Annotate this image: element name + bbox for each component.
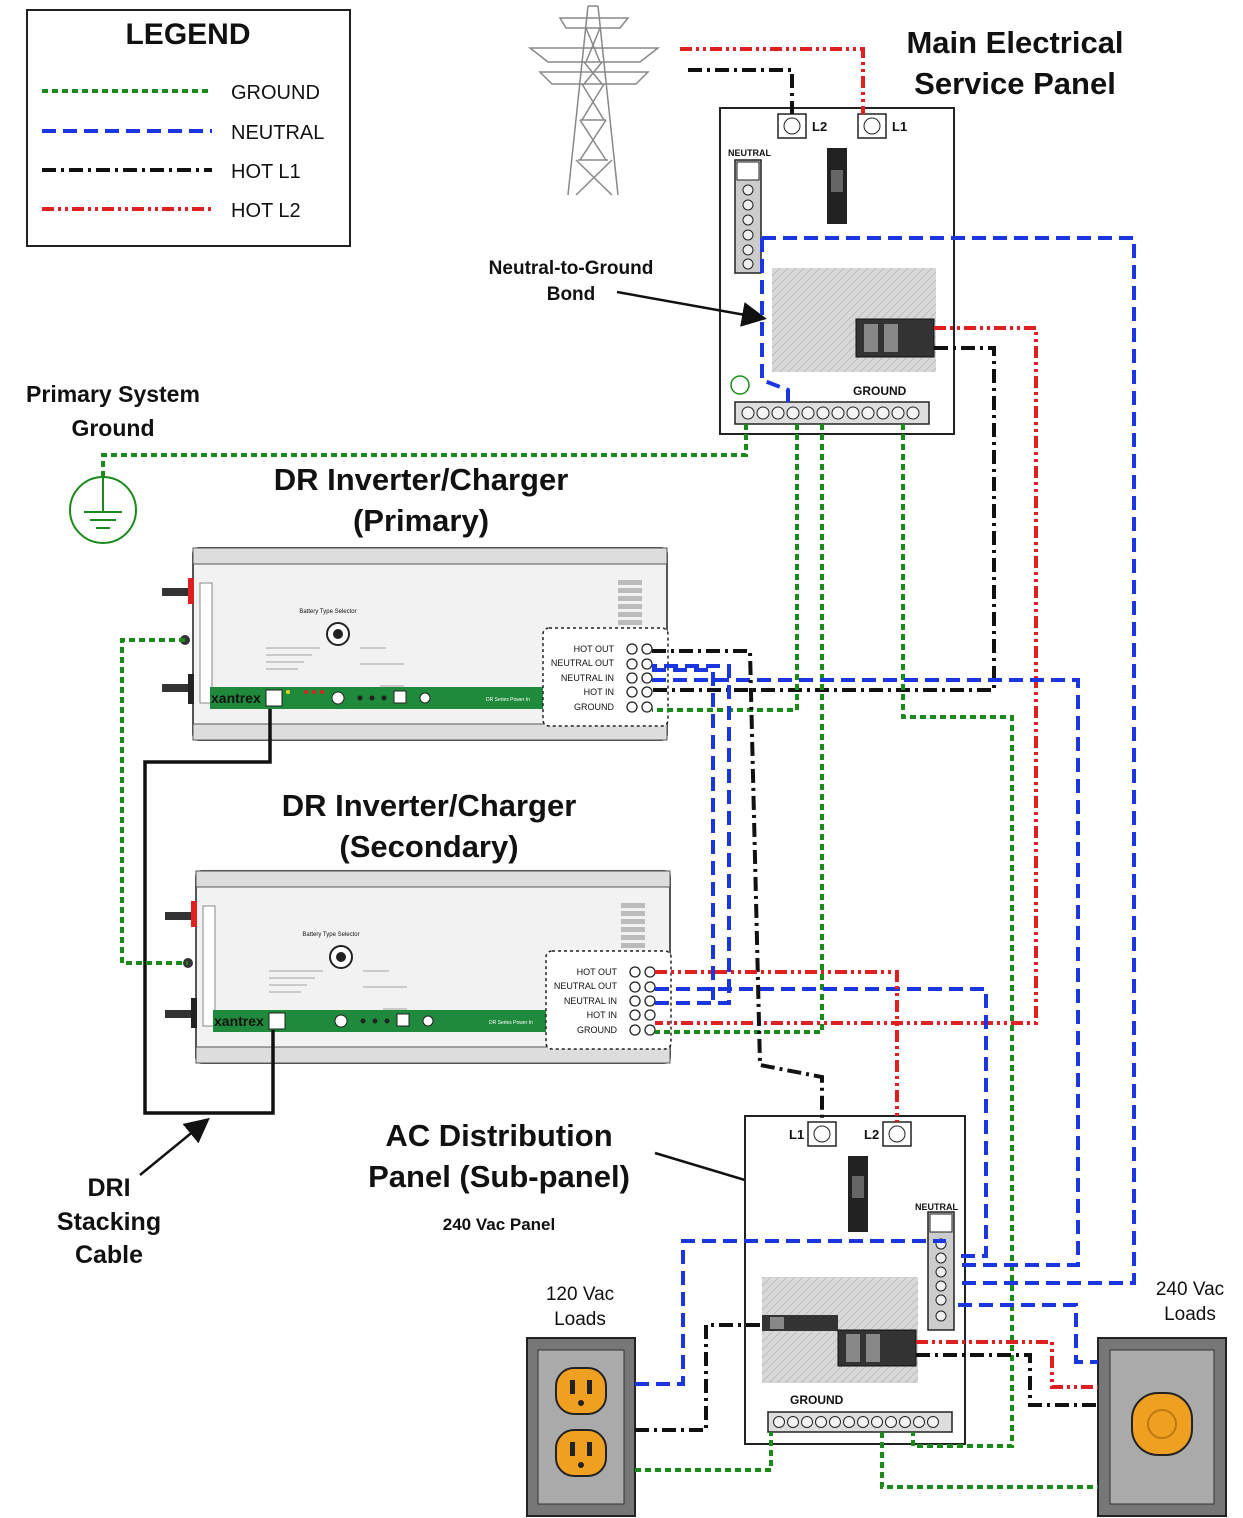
inverter-primary-series: DR Series Power In bbox=[486, 697, 530, 703]
sub-l2-label: L2 bbox=[864, 1127, 879, 1142]
wire-primary-system-ground bbox=[101, 424, 748, 477]
wire-neutral-to-pri-in bbox=[652, 678, 1080, 1267]
legend: LEGEND GROUND NEUTRAL HOT L1 HOT L2 bbox=[26, 9, 351, 247]
main-neutral-label: NEUTRAL bbox=[728, 148, 771, 158]
wire-main-neutral-to-240 bbox=[762, 236, 1136, 1285]
wire-ground-to-secondary bbox=[655, 424, 824, 1034]
inverter-secondary-title-2: (Secondary) bbox=[339, 829, 518, 864]
inverter-secondary-series: DR Series Power In bbox=[489, 1020, 533, 1026]
inverter-primary-terminal-ground: GROUND bbox=[574, 702, 614, 712]
primary-ground-label-1: Primary System bbox=[26, 381, 200, 407]
inverter-primary-brand: xantrex bbox=[211, 690, 261, 706]
sub-neutral-label: NEUTRAL bbox=[915, 1202, 958, 1212]
sub-panel-subtitle: 240 Vac Panel bbox=[443, 1215, 555, 1234]
inverter-primary-terminal-hot-in: HOT IN bbox=[584, 687, 614, 697]
wire-sec-neutral-out bbox=[655, 987, 988, 1258]
inverter-primary-title-1: DR Inverter/Charger bbox=[274, 462, 569, 497]
wire-ground-to-subpanel bbox=[901, 424, 1014, 1448]
wire-pri-neutral-out bbox=[652, 668, 715, 1000]
sub-panel-title-2: Panel (Sub-panel) bbox=[368, 1159, 630, 1194]
primary-ground-label-2: Ground bbox=[71, 415, 154, 441]
inverter-primary-title-2: (Primary) bbox=[353, 503, 489, 538]
wire-ground-to-primary bbox=[652, 424, 799, 712]
inverter-primary-selector: Battery Type Selector bbox=[299, 609, 356, 615]
loads-120-label-2: Loads bbox=[554, 1309, 606, 1330]
sub-l1-label: L1 bbox=[789, 1127, 804, 1142]
inverter-secondary-terminal-hot-out: HOT OUT bbox=[577, 967, 618, 977]
inverter-primary-pos-terminal bbox=[162, 588, 194, 596]
inverter-secondary-title-1: DR Inverter/Charger bbox=[282, 788, 577, 823]
wire-sec-hot-out bbox=[655, 970, 899, 1122]
ground-symbol-icon bbox=[730, 375, 750, 395]
inverter-primary-neg-terminal bbox=[162, 684, 194, 692]
legend-hot-l2-label: HOT L2 bbox=[231, 200, 301, 222]
wire-dri-stacking-cable bbox=[143, 709, 275, 1115]
main-ground-label: GROUND bbox=[853, 384, 907, 398]
wire-utility-l2-red bbox=[680, 47, 865, 114]
inverter-secondary-selector: Battery Type Selector bbox=[302, 932, 359, 938]
loads-240-label-2: Loads bbox=[1164, 1304, 1216, 1325]
bond-arrow bbox=[616, 290, 767, 327]
legend-ground-label: GROUND bbox=[231, 82, 320, 104]
main-l1-label: L1 bbox=[892, 119, 907, 134]
inverter-secondary-neg-terminal bbox=[165, 1010, 197, 1018]
dri-label-2: Stacking bbox=[57, 1208, 161, 1236]
legend-hot-l1-label: HOT L1 bbox=[231, 161, 301, 183]
inverter-secondary-terminal-neutral-out: NEUTRAL OUT bbox=[554, 981, 618, 991]
wire-pri-hot-out bbox=[652, 649, 824, 1122]
wire-chassis-ground bbox=[120, 638, 188, 965]
inverter-secondary-brand: xantrex bbox=[214, 1013, 264, 1029]
inverter-primary: Battery Type Selector xantrex DR Series … bbox=[162, 547, 669, 741]
legend-title: LEGEND bbox=[125, 18, 250, 51]
outlet-240-icon bbox=[1097, 1337, 1227, 1517]
wire-main-neutral-bond bbox=[760, 238, 790, 408]
dri-arrow bbox=[139, 1117, 210, 1176]
inverter-secondary-board bbox=[213, 1010, 549, 1032]
legend-neutral-label: NEUTRAL bbox=[231, 122, 324, 144]
inverter-secondary: Battery Type Selector xantrex DR Series … bbox=[165, 870, 672, 1064]
inverter-secondary-terminal-hot-in: HOT IN bbox=[587, 1010, 617, 1020]
inverter-secondary-pos-terminal bbox=[165, 912, 197, 920]
main-l2-label: L2 bbox=[812, 119, 827, 134]
dri-label-3: Cable bbox=[75, 1241, 143, 1269]
wire-240-l2 bbox=[916, 1340, 1098, 1389]
inverter-primary-terminal-neutral-in: NEUTRAL IN bbox=[561, 673, 614, 683]
wire-240-ground bbox=[880, 1432, 1098, 1489]
inverter-secondary-terminal-ground: GROUND bbox=[577, 1025, 617, 1035]
earth-ground-icon bbox=[69, 476, 137, 544]
wire-240-l1 bbox=[916, 1353, 1098, 1407]
wire-120-ground bbox=[635, 1432, 773, 1472]
inverter-primary-terminal-neutral-out: NEUTRAL OUT bbox=[551, 658, 615, 668]
inverter-primary-board bbox=[210, 687, 546, 709]
wire-120-hot bbox=[635, 1323, 762, 1432]
wire-120-neutral bbox=[635, 1239, 946, 1386]
wire-neutral-to-sec-in bbox=[652, 664, 731, 1005]
wire-utility-l1-black bbox=[688, 68, 794, 114]
dri-label-1: DRI bbox=[87, 1174, 130, 1202]
inverter-primary-terminal-hot-out: HOT OUT bbox=[574, 644, 615, 654]
inverter-secondary-terminal-neutral-in: NEUTRAL IN bbox=[564, 996, 617, 1006]
sub-panel-title-1: AC Distribution bbox=[385, 1118, 612, 1153]
loads-120-label-1: 120 Vac bbox=[546, 1284, 614, 1305]
bond-label-2: Bond bbox=[547, 284, 596, 305]
transmission-tower-icon bbox=[527, 5, 661, 196]
sub-ground-label: GROUND bbox=[790, 1393, 844, 1407]
main-service-panel: Main Electrical Service Panel L2 L1 NEUT… bbox=[719, 25, 1124, 435]
ac-distribution-panel: L1 L2 NEUTRAL GROUND bbox=[744, 1115, 966, 1445]
main-panel-title-1: Main Electrical bbox=[906, 25, 1123, 60]
loads-240-label-1: 240 Vac bbox=[1156, 1279, 1224, 1300]
wires bbox=[101, 47, 1136, 1489]
outlet-120-icon bbox=[526, 1337, 636, 1517]
bond-label-1: Neutral-to-Ground bbox=[489, 258, 654, 279]
main-panel-title-2: Service Panel bbox=[914, 66, 1116, 101]
